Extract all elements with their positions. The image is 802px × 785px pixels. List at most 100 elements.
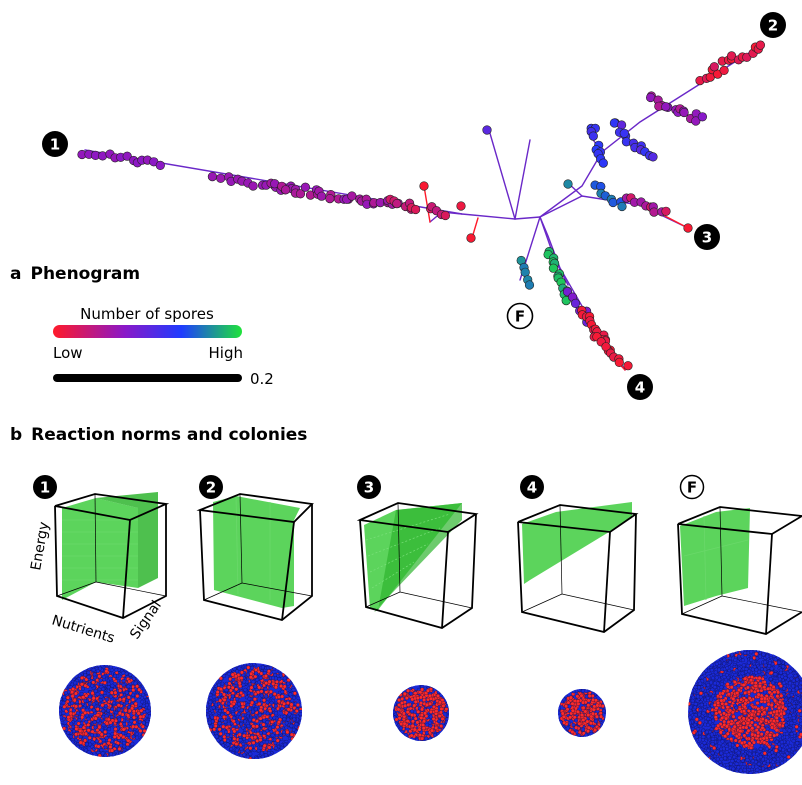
- colony-cell: [567, 701, 571, 705]
- colony-cell: [126, 746, 130, 750]
- colony-cell: [110, 691, 114, 695]
- colony-cell: [257, 686, 261, 690]
- colony-cell: [438, 701, 442, 705]
- colony-cell: [102, 738, 106, 742]
- colony-cell: [80, 676, 84, 680]
- colony-cell: [109, 677, 113, 681]
- colony-cell: [592, 708, 596, 712]
- phenogram-node: [156, 161, 165, 170]
- colony-cell: [84, 684, 88, 688]
- colony-cell: [734, 739, 738, 743]
- colony-cell: [212, 706, 216, 710]
- colony-cell: [117, 708, 121, 712]
- colony-cell: [250, 692, 254, 696]
- colony-cell: [235, 752, 239, 756]
- colony-cell: [212, 728, 216, 732]
- colony-cell: [127, 685, 131, 689]
- colony-cell: [420, 716, 424, 720]
- colony-cell: [268, 680, 272, 684]
- colony-cell: [239, 722, 243, 726]
- colony-cell: [430, 729, 434, 733]
- colony-cell: [98, 675, 102, 679]
- colony-cell: [235, 694, 239, 698]
- colony-cell: [95, 739, 99, 743]
- colony-cell: [422, 726, 426, 730]
- colony-cell: [76, 711, 80, 715]
- colony-cell: [126, 714, 130, 718]
- colony-cell: [274, 686, 278, 690]
- colony-cell: [698, 713, 702, 717]
- colony-cell: [577, 734, 581, 738]
- colony-cell: [75, 727, 79, 731]
- colony-cell: [132, 688, 136, 692]
- axis-label-energy: Energy: [28, 521, 52, 572]
- colony-cell: [238, 682, 242, 686]
- colony-1: [58, 663, 153, 758]
- colony-cell: [107, 727, 111, 731]
- colony-cell: [599, 715, 603, 719]
- scale-bar: [53, 374, 242, 382]
- colony-cell: [226, 739, 230, 743]
- colony-cell: [69, 712, 73, 716]
- colony-cell: [214, 724, 218, 728]
- colony-cell: [429, 715, 433, 719]
- phenogram-node: [620, 129, 629, 138]
- reaction-norm-cube-3: [360, 503, 476, 628]
- colony-cell: [71, 741, 75, 745]
- colony-cell: [124, 668, 128, 672]
- colony-cell: [135, 736, 139, 740]
- colony-cell: [571, 709, 575, 713]
- phenogram-node: [483, 126, 492, 135]
- colony-cell: [128, 709, 132, 713]
- colony-cell: [96, 707, 100, 711]
- colony-cell: [283, 717, 287, 721]
- colony-cell: [91, 740, 95, 744]
- colony-cell: [239, 691, 243, 695]
- colony-cell: [81, 687, 85, 691]
- colony-cell: [114, 719, 118, 723]
- phenogram-node: [441, 211, 450, 220]
- colony-cell: [134, 702, 138, 706]
- colony-cell: [140, 700, 144, 704]
- colony-cell: [276, 739, 280, 743]
- colony-cell: [397, 708, 401, 712]
- colony-cell: [105, 714, 109, 718]
- phenogram-node: [662, 102, 671, 111]
- colony-cell: [271, 734, 275, 738]
- phenogram-node: [467, 234, 476, 243]
- colony-cell: [218, 722, 222, 726]
- legend-title: Number of spores: [80, 305, 214, 323]
- colony-cell: [60, 716, 64, 720]
- colony-cell: [130, 719, 134, 723]
- colony-cell: [400, 701, 404, 705]
- colony-cell: [239, 738, 243, 742]
- colony-cell: [79, 741, 83, 745]
- colony-cell: [79, 729, 83, 733]
- colony-cell: [433, 733, 437, 737]
- colony-cell: [259, 738, 263, 742]
- colony-cell: [142, 690, 146, 694]
- colony-cell: [438, 714, 442, 718]
- colony-cell: [114, 691, 118, 695]
- colony-cell: [249, 675, 253, 679]
- colony-cell: [276, 725, 280, 729]
- colony-cell: [286, 730, 290, 734]
- colony-cell: [278, 677, 282, 681]
- colony-cell: [208, 721, 212, 725]
- colony-cell: [264, 687, 268, 691]
- phenogram-node: [649, 153, 658, 162]
- colony-cell: [62, 695, 66, 699]
- colony-cell: [139, 738, 143, 742]
- colony-cell: [286, 718, 290, 722]
- colony-cell: [105, 722, 109, 726]
- panel-b-heading: Reaction norms and colonies: [31, 425, 307, 445]
- colony-cell: [429, 697, 433, 701]
- colony-cell: [248, 707, 252, 711]
- colony-cell: [413, 704, 417, 708]
- colony-cell: [78, 718, 82, 722]
- colony-cell: [137, 712, 141, 716]
- phenogram-node: [216, 174, 225, 183]
- colony-cell: [237, 712, 241, 716]
- colony-cell: [210, 690, 214, 694]
- colony-cell: [262, 723, 266, 727]
